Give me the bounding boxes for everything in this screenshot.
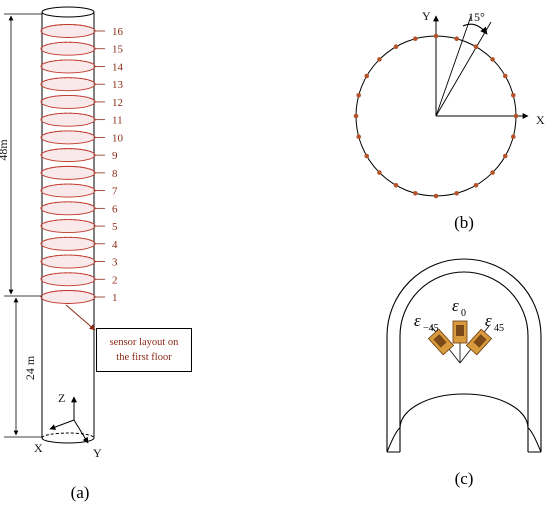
axis-x-label-b: X: [536, 113, 545, 127]
callout-line-2: the first floor: [116, 352, 172, 363]
strain-center-main: ε: [452, 296, 459, 315]
strain-right-sub: 45: [494, 323, 504, 334]
axis-y-label: Y: [93, 446, 102, 460]
sensor-dot-16: [377, 170, 382, 175]
floor-label-3: 3: [112, 257, 118, 269]
tube-outer-edge: [386, 258, 542, 452]
strain-label-left: ε −45: [414, 311, 439, 334]
sensor-dot-12: [356, 92, 362, 98]
pillar-base-front: [41, 437, 95, 444]
sensor-dot-10: [377, 57, 382, 62]
sensor-dot-11: [364, 73, 370, 79]
strain-right-main: ε: [485, 311, 492, 330]
sensor-dot-22: [490, 170, 495, 175]
sensor-dot-14: [356, 134, 362, 140]
sensor-dot-7: [433, 33, 439, 39]
axis-x-label: X: [34, 441, 43, 455]
strain-left-main: ε: [414, 311, 421, 330]
strain-gauge-left: [427, 328, 455, 356]
sensor-dot-15: [364, 153, 370, 159]
axis-x-line: [49, 419, 75, 430]
tube-inner-back: [399, 393, 529, 429]
sensor-dot-24: [510, 134, 516, 140]
sensor-dot-8: [412, 36, 418, 42]
sensor-dots: [353, 33, 519, 199]
floor-label-5: 5: [112, 221, 118, 233]
sensor-dot-3: [502, 73, 508, 79]
sensor-dot-4: [490, 57, 495, 62]
dim-upper-label: 48m: [0, 139, 10, 161]
strain-label-center: ε 0: [452, 296, 466, 319]
panel-c-label: (c): [455, 469, 474, 488]
floor-label-1: 1: [112, 292, 118, 304]
strain-gauge-right: [465, 328, 493, 356]
panel-b-label: (b): [454, 213, 474, 232]
strain-label-right: ε 45: [485, 311, 504, 334]
panel-c: ε −45 ε 0 ε 45 (c): [386, 258, 542, 488]
panel-a-label: (a): [71, 483, 90, 502]
sensor-dot-18: [412, 190, 418, 196]
sensor-dot-21: [473, 182, 479, 188]
tube-inner-front: [386, 427, 401, 453]
floor-label-14: 14: [112, 61, 124, 73]
strain-left-sub: −45: [423, 323, 439, 334]
callout-arrow: [65, 304, 96, 331]
dim-lower-label: 24 m: [23, 355, 37, 380]
panel-b: Y X 15° (b): [353, 9, 545, 232]
sensor-dot-5: [473, 44, 479, 50]
floor-label-11: 11: [112, 115, 123, 127]
floor-label-2: 2: [112, 274, 118, 286]
pillar-base-back: [41, 432, 95, 439]
angle-arc: [462, 23, 488, 35]
tube-inner-edge: [399, 271, 529, 452]
axis-z-label: Z: [58, 391, 65, 405]
callout-line-1: sensor layout on: [109, 337, 179, 348]
floor-label-15: 15: [112, 44, 124, 56]
sensor-dot-2: [510, 92, 516, 98]
sensor-layout-callout: sensor layout on the first floor: [96, 328, 192, 372]
sensor-dot-13: [353, 113, 359, 119]
floor-label-8: 8: [112, 168, 118, 180]
floor-label-9: 9: [112, 150, 118, 162]
sensor-dot-20: [454, 190, 460, 196]
tube-inner-front-right: [527, 427, 542, 453]
sensor-dot-23: [502, 153, 508, 159]
sensor-rings: [40, 24, 96, 304]
floor-label-16: 16: [112, 26, 124, 38]
floor-label-7: 7: [112, 186, 118, 198]
pillar-top: [41, 6, 95, 18]
floor-label-6: 6: [112, 203, 118, 215]
strain-center-sub: 0: [461, 308, 466, 319]
floor-label-4: 4: [112, 239, 118, 251]
sensor-dot-19: [433, 193, 439, 199]
sensor-dot-9: [393, 44, 399, 50]
sensor-dot-6: [454, 36, 460, 42]
angle-ray-1: [435, 15, 472, 117]
floor-label-13: 13: [112, 79, 124, 91]
floor-label-12: 12: [112, 97, 123, 109]
angle-label: 15°: [468, 10, 485, 24]
sensor-dot-17: [393, 182, 399, 188]
sensor-dot-1: [513, 113, 519, 119]
axis-y-line: [73, 419, 89, 444]
axis-y-label-b: Y: [422, 9, 431, 23]
floor-label-10: 10: [112, 132, 124, 144]
angle-ray-2: [435, 21, 492, 117]
strain-gauge-center: [452, 320, 468, 344]
